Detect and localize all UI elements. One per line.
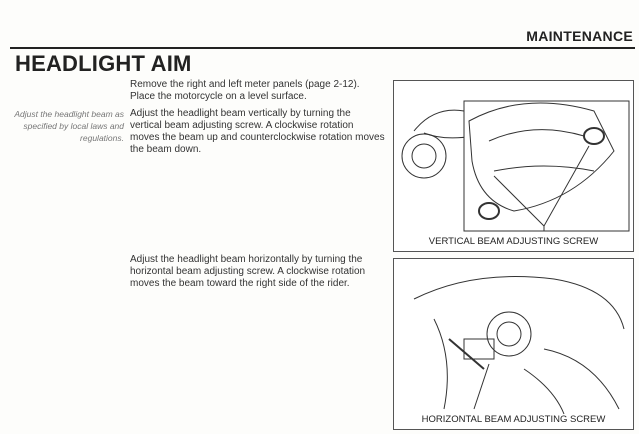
page-title: HEADLIGHT AIM (15, 51, 192, 76)
vertical-figure-caption: VERTICAL BEAM ADJUSTING SCREW (428, 236, 599, 247)
header-rule (10, 47, 635, 49)
vertical-adjust-text: Adjust the headlight beam vertically by … (130, 108, 385, 155)
intro-line-1: Remove the right and left meter panels (… (130, 79, 360, 90)
side-note: Adjust the headlight beam as specified b… (14, 109, 124, 143)
section-header: MAINTENANCE (526, 28, 633, 44)
vertical-screw-figure: VERTICAL BEAM ADJUSTING SCREW (393, 80, 634, 252)
intro-line-2: Place the motorcycle on a level surface. (130, 91, 307, 102)
horizontal-screw-figure: HORIZONTAL BEAM ADJUSTING SCREW (393, 258, 634, 430)
horizontal-adjust-text: Adjust the headlight beam horizontally b… (130, 254, 366, 289)
vertical-screw-illustration (401, 100, 630, 232)
horizontal-figure-caption: HORIZONTAL BEAM ADJUSTING SCREW (421, 414, 606, 425)
horizontal-screw-illustration (413, 276, 625, 415)
intro-text: Remove the right and left meter panels (… (130, 79, 385, 103)
